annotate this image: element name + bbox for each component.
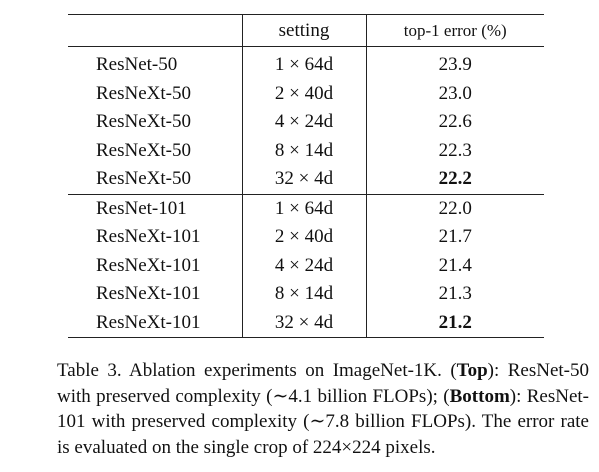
cell-model: ResNeXt-50	[68, 108, 243, 137]
cell-error: 21.2	[366, 308, 544, 338]
cell-setting: 8 × 14d	[242, 280, 367, 309]
header-row: setting top-1 error (%)	[68, 14, 544, 47]
cell-error: 21.4	[438, 254, 472, 276]
cell-error: 21.3	[438, 283, 472, 305]
cell-setting: 2 × 40d	[242, 223, 367, 252]
cell-model: ResNeXt-101	[68, 223, 243, 252]
caption-text-2: ): ResNet-50 with preserved complexity (…	[57, 360, 589, 407]
cell-error: 22.3	[438, 139, 472, 161]
header-setting: setting	[242, 14, 367, 47]
cell-model: ResNeXt-50	[68, 165, 243, 194]
cell-model: ResNet-50	[68, 46, 243, 80]
header-model	[68, 14, 243, 47]
caption-top: Top	[456, 360, 488, 381]
cell-error: 23.0	[438, 82, 472, 104]
table-header: setting top-1 error (%)	[68, 14, 544, 47]
caption-bottom: Bottom	[449, 385, 510, 407]
cell-model: ResNeXt-50	[68, 136, 243, 165]
cell-model: ResNeXt-101	[68, 308, 243, 338]
cell-model: ResNeXt-101	[68, 280, 243, 309]
cell-model: ResNet-101	[68, 193, 243, 223]
cell-error: 21.7	[438, 226, 472, 248]
caption-text-1: Ablation experiments on ImageNet-1K. (	[121, 360, 457, 381]
cell-model: ResNeXt-50	[68, 79, 243, 108]
cell-setting: 4 × 24d	[242, 251, 367, 280]
cell-setting: 8 × 14d	[242, 136, 367, 165]
table-caption: Table 3. Ablation experiments on ImageNe…	[57, 358, 589, 460]
cell-setting: 2 × 40d	[242, 79, 367, 108]
cell-setting: 4 × 24d	[242, 108, 367, 137]
cell-model: ResNeXt-101	[68, 251, 243, 280]
cell-error: 22.0	[366, 193, 544, 223]
caption-text-3: ): ResNet-101 with preserved complexity …	[57, 385, 589, 458]
cell-error: 23.9	[438, 54, 472, 76]
cell-error: 22.2	[438, 168, 472, 190]
cell-setting: 1 × 64d	[242, 46, 367, 80]
caption-label: Table 3.	[57, 360, 122, 381]
cell-error: 22.6	[438, 111, 472, 133]
cell-setting: 1 × 64d	[242, 193, 367, 223]
cell-setting: 32 × 4d	[242, 165, 367, 194]
cell-setting: 32 × 4d	[242, 308, 367, 338]
header-error: top-1 error (%)	[366, 14, 544, 47]
